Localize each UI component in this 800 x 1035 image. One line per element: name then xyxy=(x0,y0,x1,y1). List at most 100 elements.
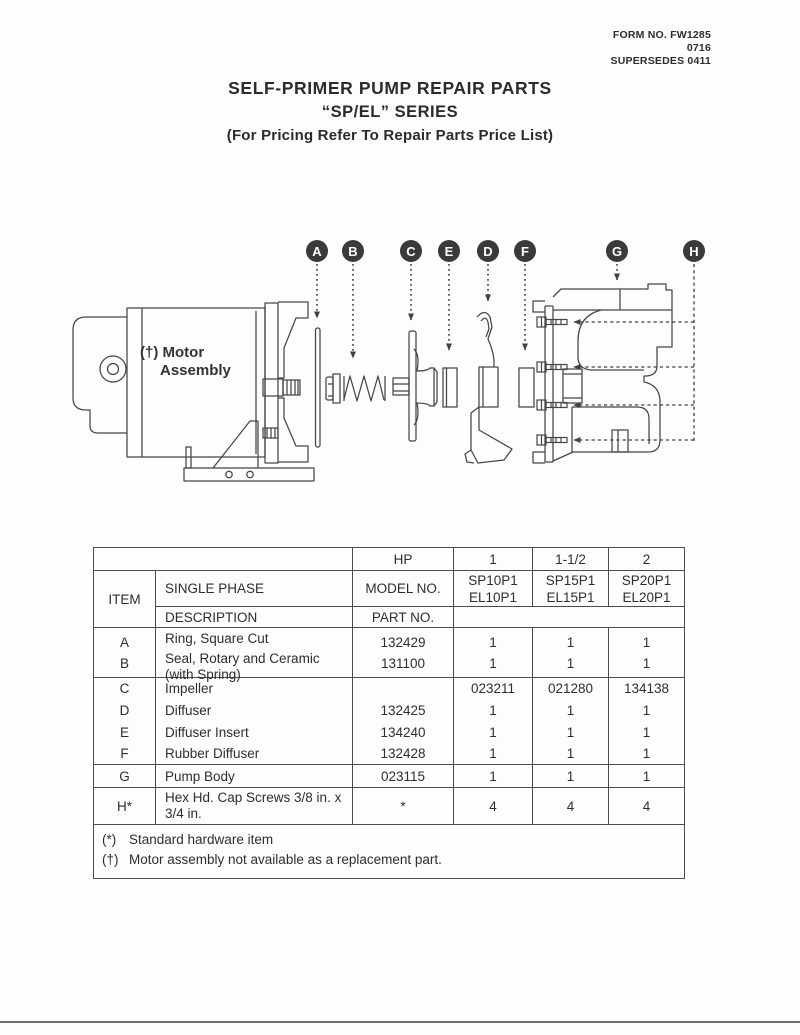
callout-e-label: E xyxy=(445,244,454,259)
part-a-no: 132429 xyxy=(380,634,426,650)
title-block: SELF-PRIMER PUMP REPAIR PARTS “SP/EL” SE… xyxy=(10,78,770,144)
form-supersedes: SUPERSEDES 0411 xyxy=(610,55,711,67)
series-subtitle: “SP/EL” SERIES xyxy=(321,103,459,121)
cell-item-g: G xyxy=(93,764,156,788)
model-sp15p1: SP15P1 xyxy=(545,572,596,588)
cell-description-label: DESCRIPTION xyxy=(155,606,353,628)
cell-part-f: 132428 xyxy=(352,742,454,765)
part-b-no: 131100 xyxy=(380,655,426,671)
motor-label-line1: (†) Motor xyxy=(140,344,204,361)
footnote-motor-assembly: (†)Motor assembly not available as a rep… xyxy=(102,852,442,867)
screw-4 xyxy=(536,434,568,446)
callout-c-label: C xyxy=(406,244,416,259)
cell-part-c xyxy=(352,677,454,700)
callout-a-label: A xyxy=(312,244,322,259)
cell-desc-d: Diffuser xyxy=(155,699,353,722)
pricing-note: (For Pricing Refer To Repair Parts Price… xyxy=(226,127,554,144)
form-number: FORM NO. FW1285 xyxy=(612,29,711,41)
screw-1 xyxy=(536,316,568,328)
item-b: B xyxy=(119,655,129,671)
cell-hp-label: HP xyxy=(352,547,454,571)
cell-part-g: 023115 xyxy=(352,764,454,788)
screw-3 xyxy=(536,399,568,411)
callout-leader-lines xyxy=(314,264,695,443)
cell-single-phase: SINGLE PHASE xyxy=(155,570,353,607)
cell-item-label: ITEM xyxy=(93,570,156,628)
callout-b: B xyxy=(342,240,364,262)
part-h-screws xyxy=(536,316,568,446)
footnote-standard-hardware: (*)Standard hardware item xyxy=(102,832,274,847)
table-row-hp: HP 1 1-1/2 2 xyxy=(93,547,685,571)
table-row-partno-header: DESCRIPTION PART NO. xyxy=(94,606,685,628)
callout-a: A xyxy=(306,240,328,262)
cell-blank-partno xyxy=(453,606,685,628)
cell-part-ab: 132429 131100 xyxy=(352,627,454,678)
callout-c: C xyxy=(400,240,422,262)
callout-g-label: G xyxy=(612,244,622,259)
cell-desc-g: Pump Body xyxy=(155,764,353,788)
cell-hp-1: 1 xyxy=(453,547,533,571)
item-a: A xyxy=(119,634,129,650)
desc-b: Seal, Rotary and Ceramic (with Spring) xyxy=(165,650,320,682)
model-sp10p1: SP10P1 xyxy=(468,572,518,588)
cell-part-e: 134240 xyxy=(352,721,454,743)
callout-f-label: F xyxy=(521,244,529,259)
part-d-diffuser xyxy=(464,311,513,464)
part-b-seal xyxy=(325,373,386,404)
cell-hp-2: 2 xyxy=(608,547,685,571)
page-title: SELF-PRIMER PUMP REPAIR PARTS xyxy=(228,78,552,98)
cell-item-e: E xyxy=(93,721,156,743)
table-row-h: H* Hex Hd. Cap Screws 3/8 in. x 3/4 in. … xyxy=(93,787,685,825)
model-sp20p1: SP20P1 xyxy=(621,572,672,588)
callout-h: H xyxy=(683,240,705,262)
model-el10p1: EL10P1 xyxy=(468,589,518,605)
table-row-e: E Diffuser Insert 134240 1 1 1 xyxy=(93,721,685,743)
cell-part-h: * xyxy=(352,787,454,825)
page-bottom-scan-edge xyxy=(0,1021,800,1023)
part-c-impeller xyxy=(392,330,438,442)
cell-part-no-label: PART NO. xyxy=(352,606,454,628)
cell-desc-h: Hex Hd. Cap Screws 3/8 in. x 3/4 in. xyxy=(155,787,353,825)
callout-g: G xyxy=(606,240,628,262)
screw-2 xyxy=(536,361,568,373)
form-revision: 0716 xyxy=(686,42,711,54)
model-el15p1: EL15P1 xyxy=(546,589,595,605)
parts-table: HP 1 1-1/2 2 ITEM SINGLE PHASE MODEL NO.… xyxy=(93,547,685,879)
pump-exploded-diagram: (†) Motor Assembly xyxy=(72,240,705,482)
table-row-f: F Rubber Diffuser 132428 1 1 1 xyxy=(93,742,685,765)
callout-d: D xyxy=(477,240,499,262)
table-row-c: C Impeller 023211 021280 134138 xyxy=(93,677,685,700)
callout-b-label: B xyxy=(348,244,357,259)
cell-blank-top xyxy=(93,547,353,571)
cell-hp-1-5: 1-1/2 xyxy=(532,547,609,571)
callout-bubbles: A B C E D F G H xyxy=(306,240,705,262)
motor-assembly-drawing xyxy=(72,301,315,482)
form-number-block: FORM NO. FW1285 0716 SUPERSEDES 0411 xyxy=(611,29,711,68)
cell-item-c: C xyxy=(93,677,156,700)
part-a-ring xyxy=(314,327,321,448)
part-e-diffuser-insert xyxy=(442,367,458,408)
table-row-footnotes: (*)Standard hardware item (†)Motor assem… xyxy=(93,824,685,879)
footnotes: (*)Standard hardware item (†)Motor assem… xyxy=(93,824,685,879)
cell-desc-e: Diffuser Insert xyxy=(155,721,353,743)
callout-d-label: D xyxy=(483,244,492,259)
cell-item-h: H* xyxy=(93,787,156,825)
table-row-d: D Diffuser 132425 1 1 1 xyxy=(93,699,685,722)
motor-label-line2: Assembly xyxy=(160,362,232,379)
part-f-rubber-diffuser xyxy=(518,367,535,408)
part-g-pump-body xyxy=(532,283,673,464)
callout-f: F xyxy=(514,240,536,262)
cell-desc-c: Impeller xyxy=(155,677,353,700)
cell-item-d: D xyxy=(93,699,156,722)
table-row-g: G Pump Body 023115 1 1 1 xyxy=(93,764,685,788)
